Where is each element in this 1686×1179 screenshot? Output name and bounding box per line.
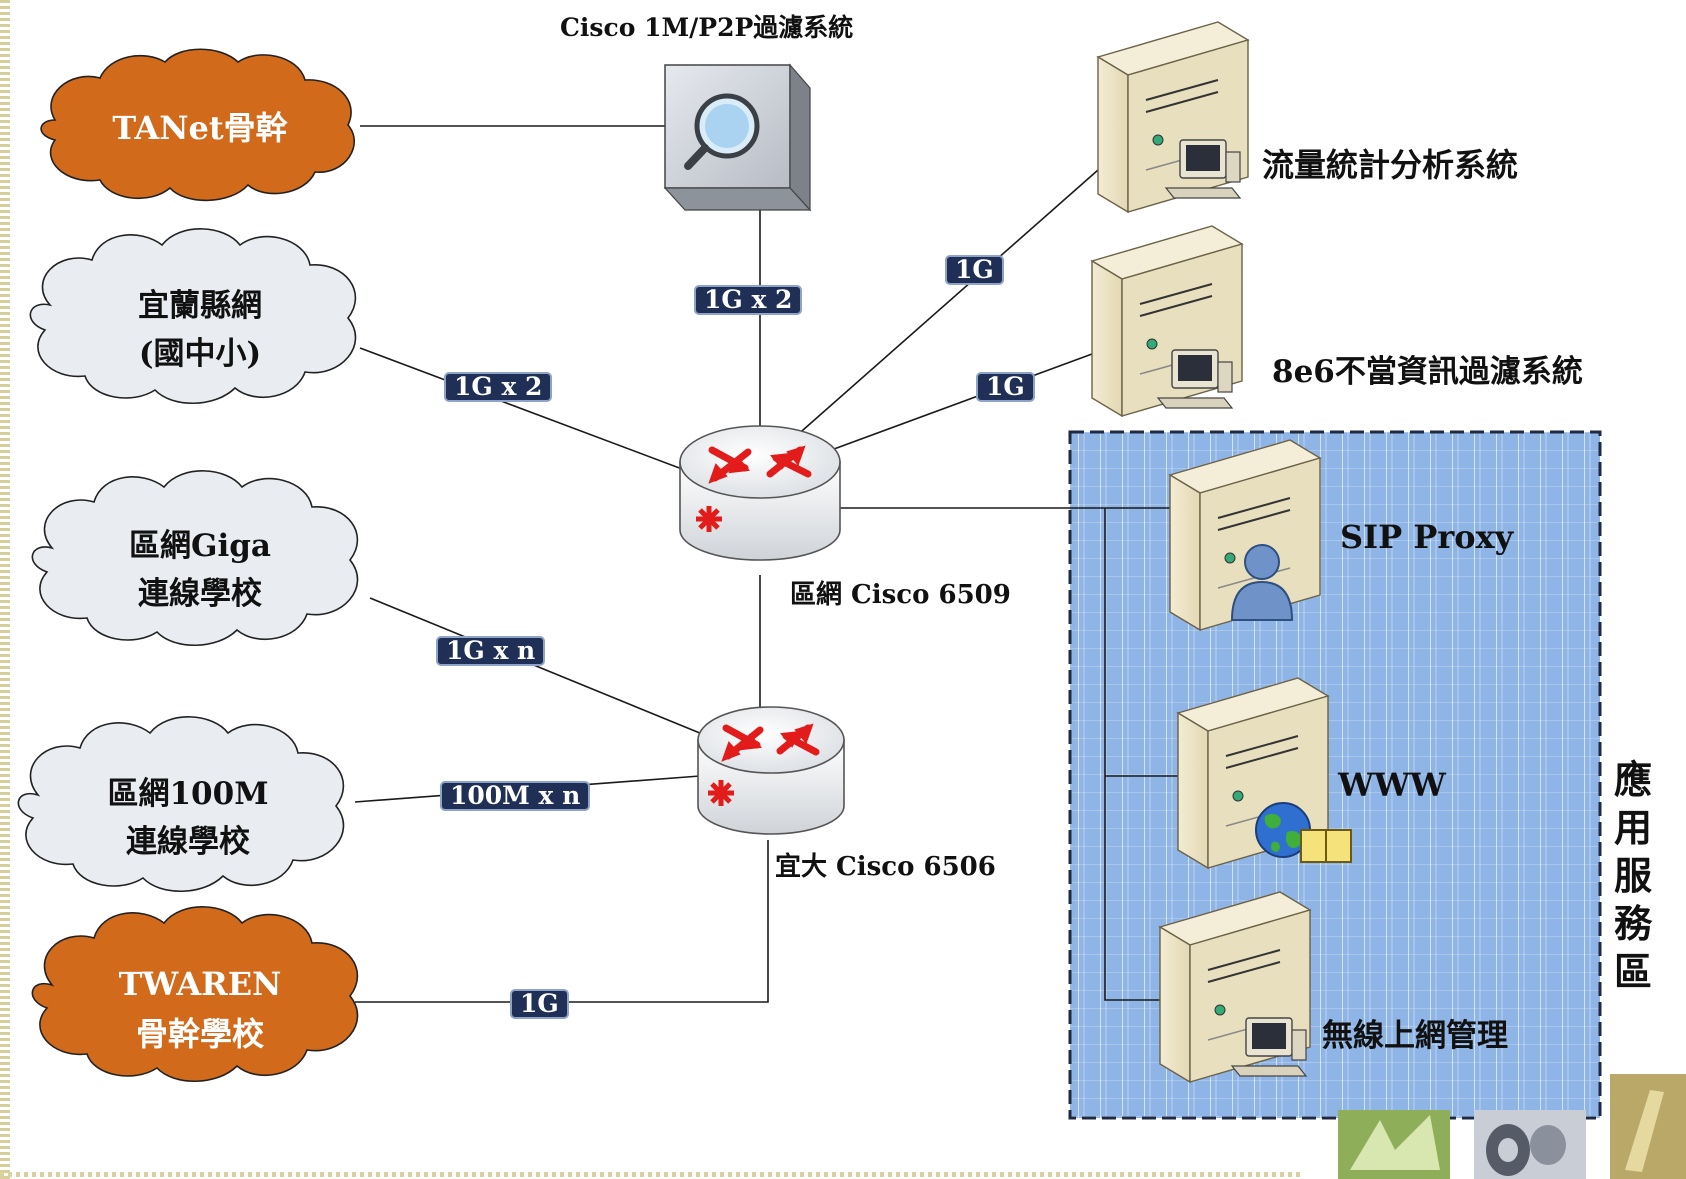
- link-label-twaren: 1G: [510, 989, 569, 1019]
- traffic-server-label: 流量統計分析系統: [1262, 146, 1519, 184]
- cloud-label-yilan: 宜蘭縣網 (國中小): [80, 282, 320, 378]
- slide-edge-decoration: [0, 0, 10, 1179]
- workstation-icon: [1156, 349, 1234, 409]
- decorative-thumbnails: [1338, 1074, 1686, 1179]
- user-icon: [1230, 544, 1294, 621]
- cloud-icon: [31, 470, 359, 647]
- cloud-label-line1: 區網100M: [107, 776, 269, 812]
- cloud-label-100m: 區網100M 連線學校: [68, 770, 308, 866]
- link-label-filter: 1G x 2: [694, 285, 803, 315]
- cloud-label-line2: (國中小): [138, 336, 262, 373]
- link-label-100m: 100M x n: [440, 781, 591, 811]
- content-filter-server-label: 8e6不當資訊過濾系統: [1272, 354, 1583, 390]
- magnifier-appliance-icon: [663, 63, 812, 212]
- cloud-label-line1: TWAREN: [118, 965, 282, 1003]
- zone-title-char: 服: [1613, 853, 1652, 898]
- cloud-label-tanet: TANet骨幹: [80, 104, 320, 154]
- connection-lines: [354, 125, 1190, 1003]
- link-label-8e6: 1G: [976, 372, 1035, 402]
- zone-title-char: 用: [1613, 805, 1652, 850]
- cloud-label-line2: 連線學校: [126, 824, 250, 861]
- cloud-label-line2: 骨幹學校: [135, 1014, 264, 1053]
- cloud-icon: [31, 906, 359, 1083]
- cloud-icon: [40, 48, 355, 202]
- router-icon: [697, 706, 845, 835]
- service-zone-title: 應 用 服 務 區: [1610, 756, 1656, 996]
- slide-bottom-decoration: [0, 1172, 1300, 1177]
- www-server-label: WWW: [1338, 766, 1446, 804]
- link-label-giga: 1G x n: [436, 636, 546, 666]
- cloud-label-line1: TANet骨幹: [112, 109, 288, 147]
- link-label-yilan: 1G x 2: [444, 372, 553, 402]
- zone-title-char: 區: [1613, 949, 1652, 994]
- sip-server-label: SIP Proxy: [1340, 518, 1514, 556]
- cloud-label-twaren: TWAREN 骨幹學校: [80, 960, 320, 1059]
- service-zone: [1068, 430, 1602, 1120]
- cloud-label-line2: 連線學校: [138, 576, 262, 613]
- server-tower-icon: [1168, 439, 1322, 632]
- cloud-icon: [29, 228, 357, 405]
- zone-title-char: 應: [1613, 757, 1652, 802]
- zone-title-char: 務: [1613, 901, 1652, 946]
- filter-appliance-label: Cisco 1M/P2P過濾系統: [560, 13, 854, 42]
- router-icon: [679, 425, 841, 561]
- workstation-icon: [1164, 139, 1242, 199]
- link-label-traffic: 1G: [945, 255, 1004, 285]
- router-6509-label: 區網 Cisco 6509: [790, 580, 1011, 610]
- cloud-label-giga: 區網Giga 連線學校: [80, 522, 320, 618]
- router-6506-label: 宜大 Cisco 6506: [775, 852, 996, 882]
- cloud-icon: [17, 716, 345, 893]
- globe-icon: [1255, 802, 1352, 863]
- server-tower-icon: [1096, 21, 1250, 214]
- cloud-label-line1: 宜蘭縣網: [138, 288, 262, 324]
- cloud-label-line1: 區網Giga: [128, 528, 271, 564]
- workstation-icon: [1230, 1017, 1308, 1077]
- wireless-server-label: 無線上網管理: [1322, 1018, 1508, 1054]
